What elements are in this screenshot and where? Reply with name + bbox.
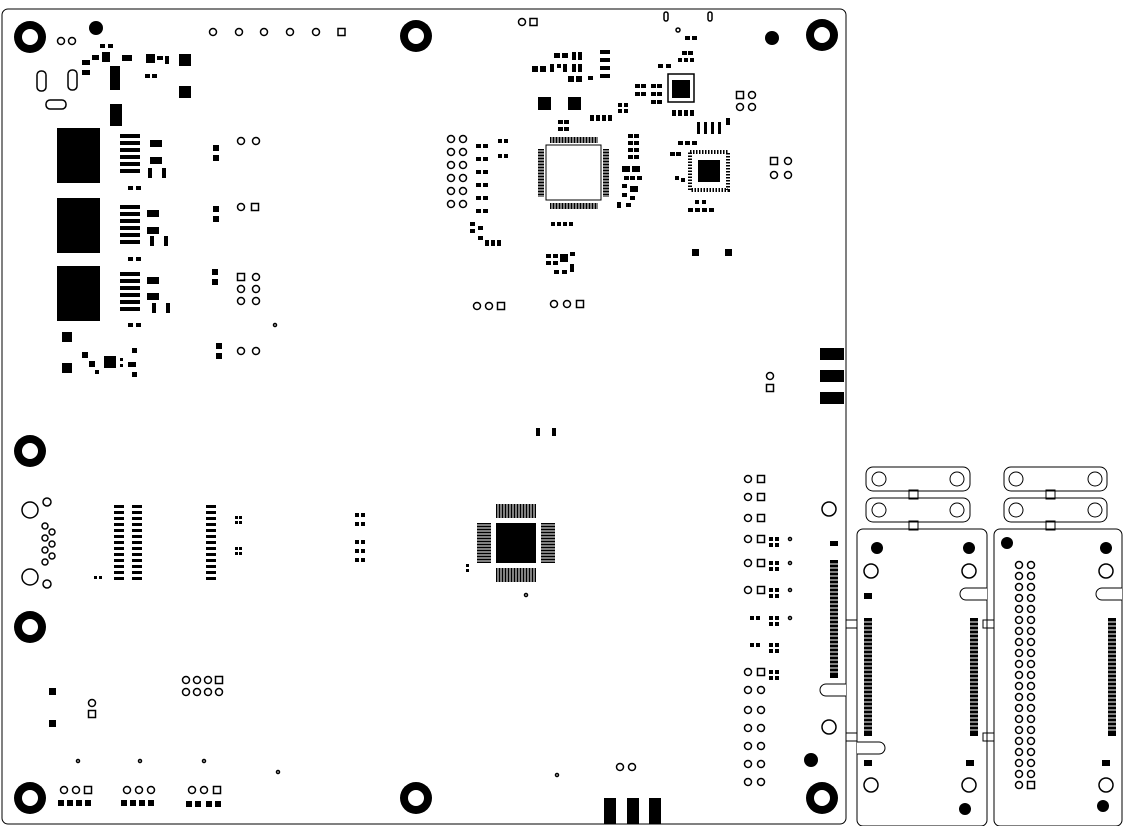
daughter-board-a (819, 528, 995, 826)
bottom-left-parts (49, 675, 661, 824)
mcu-area (470, 50, 642, 274)
connector-pin-gaps (830, 563, 1116, 731)
mcu-pins-top (550, 137, 598, 143)
left-connector (21, 497, 56, 589)
top-via-row (56, 17, 538, 46)
mid-parts (536, 428, 556, 436)
phy-area (635, 11, 732, 256)
crystal-area (36, 44, 191, 126)
main-board (1, 8, 847, 825)
edge-pads (820, 348, 844, 404)
right-column-vias (523, 474, 837, 787)
resistor-arrays (94, 505, 365, 580)
daughter-boards (819, 466, 1123, 826)
mcu-vias (446, 134, 585, 311)
power-modules (57, 128, 222, 377)
phy-vias (675, 27, 793, 393)
mcu-pin-gaps (538, 137, 609, 209)
center-qfp-pin-gaps (477, 504, 555, 582)
daughter-board-b (993, 528, 1123, 826)
mounting-holes (14, 19, 838, 814)
power-vias (236, 136, 278, 356)
header-pins (1014, 560, 1036, 790)
right-column-parts (750, 537, 838, 695)
main-board-outline (1, 8, 847, 825)
